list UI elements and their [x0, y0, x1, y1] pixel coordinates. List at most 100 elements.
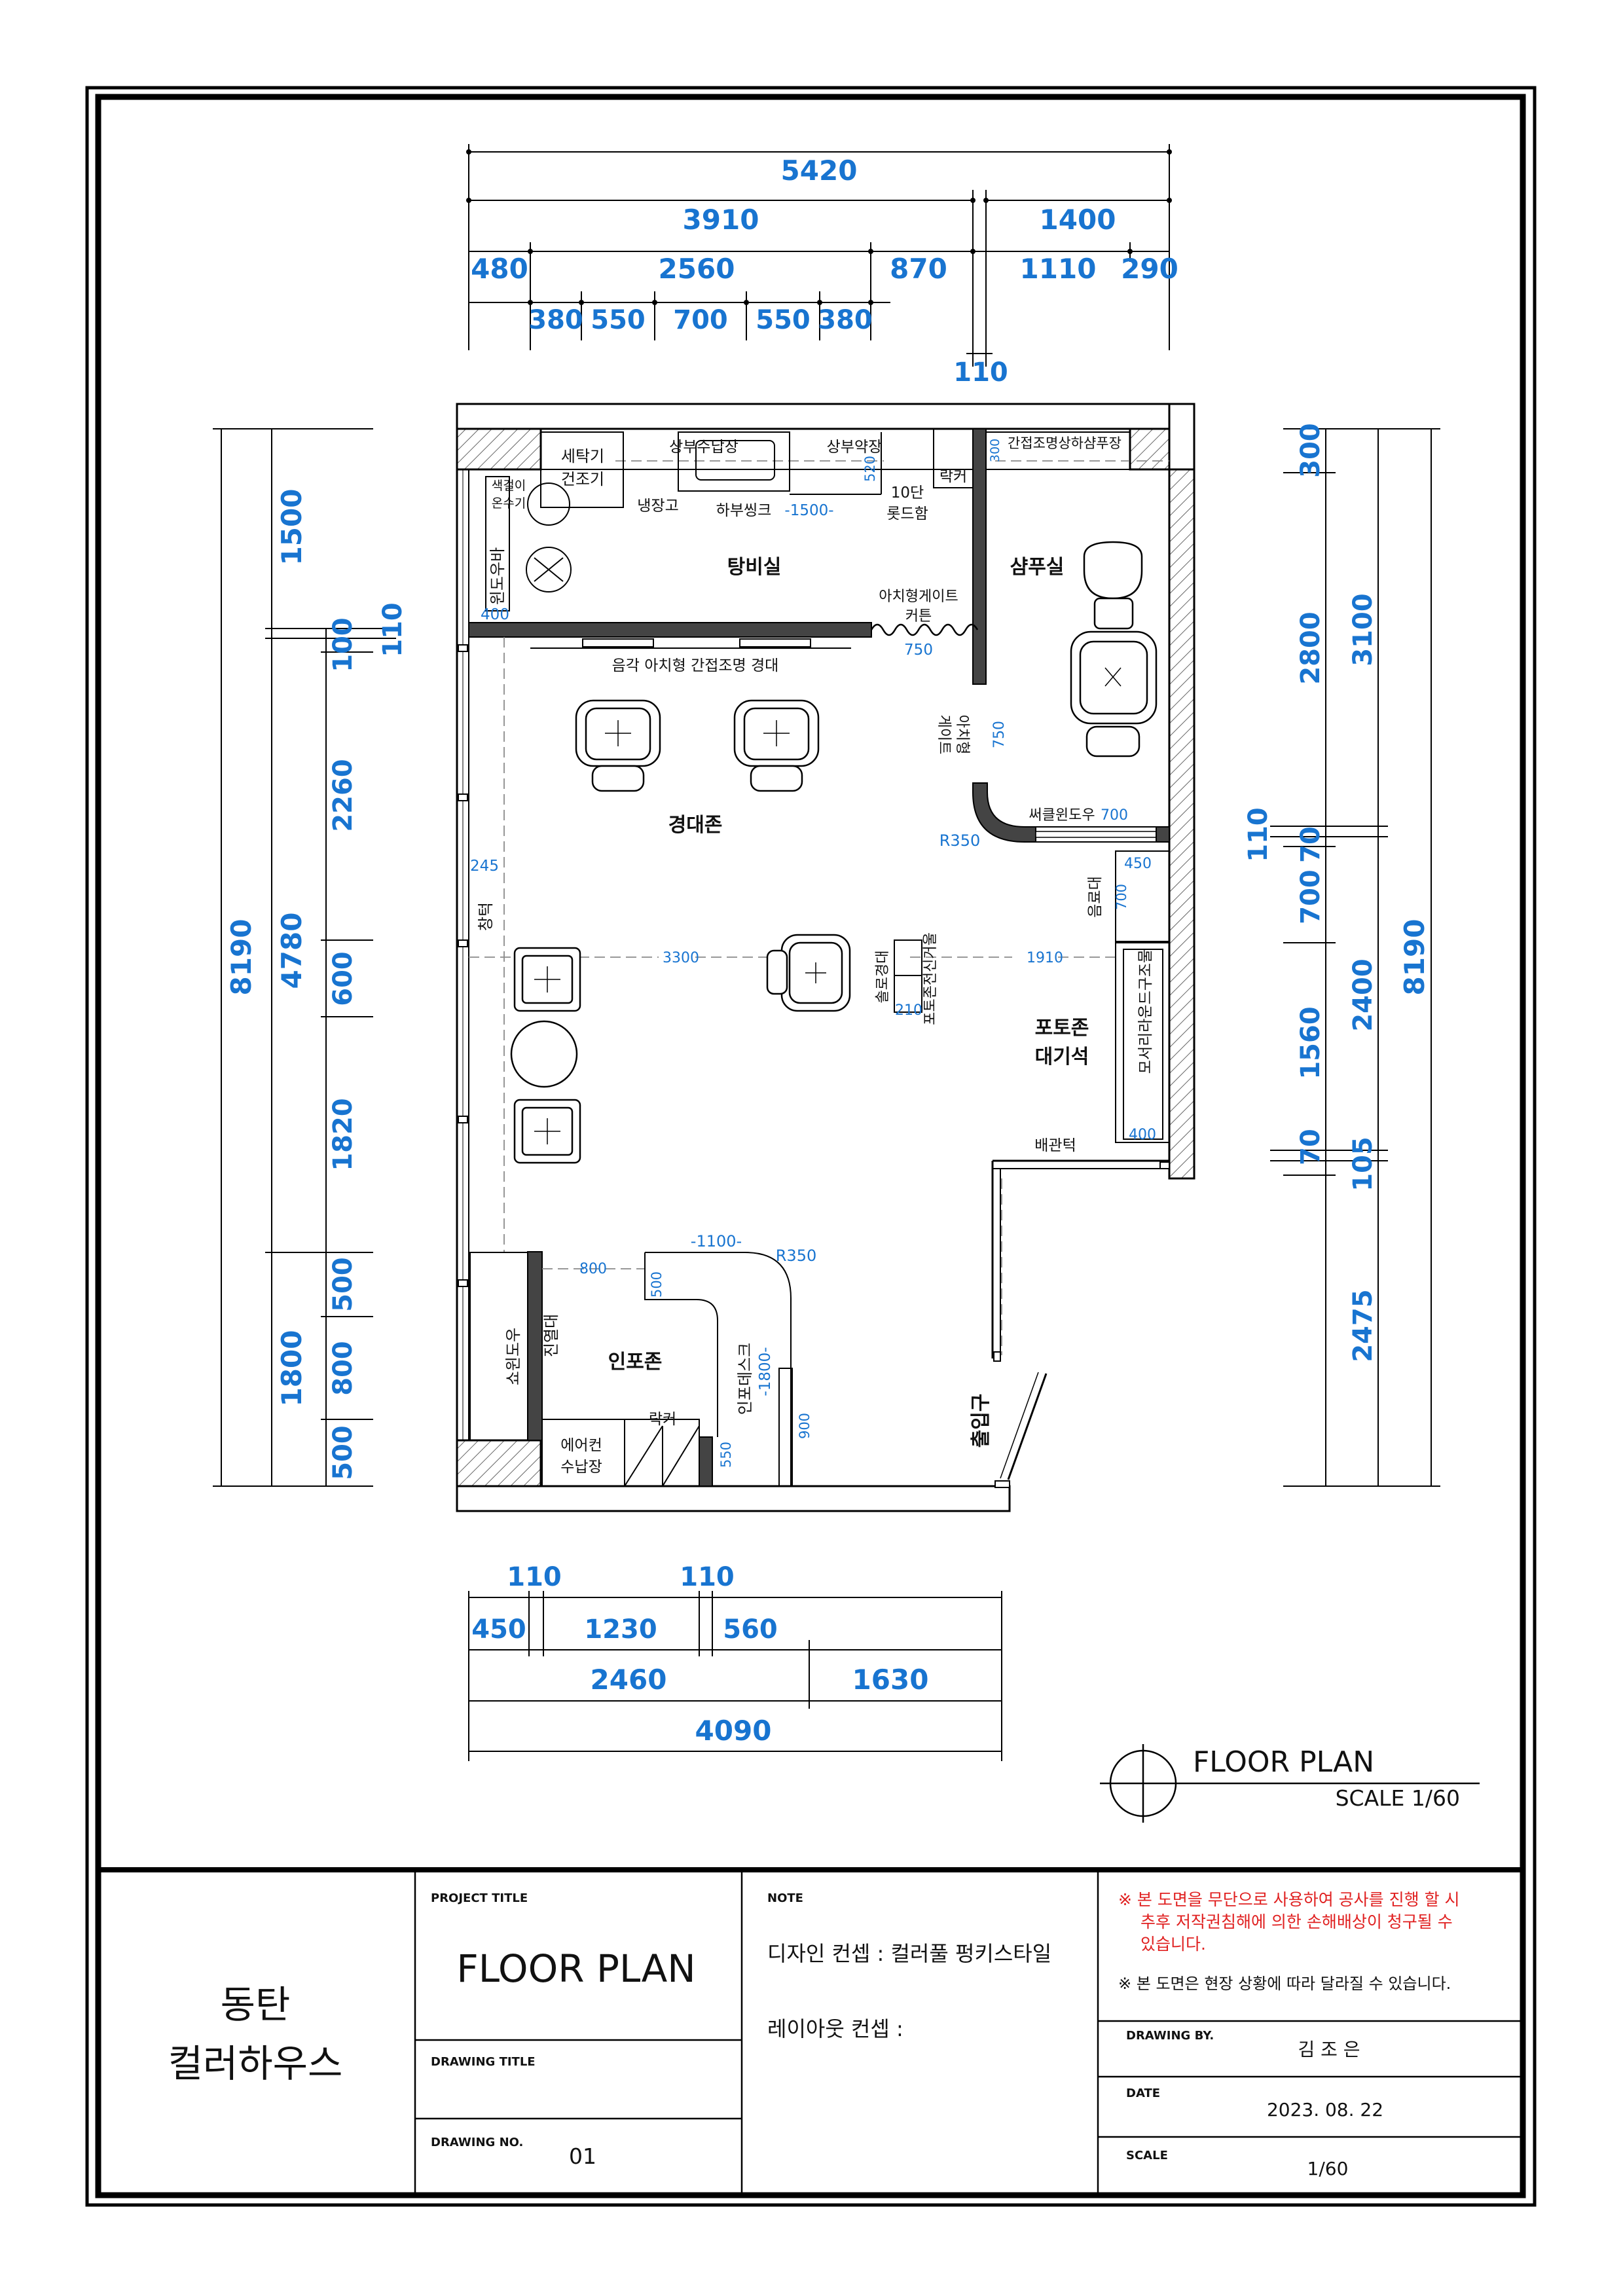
room-entrance: 출입구: [970, 1394, 993, 1448]
dim-bottom-110b: 110: [680, 1562, 735, 1592]
label-dim-500: 500: [649, 1271, 665, 1298]
label-desk-dim: -1800-: [757, 1347, 774, 1396]
styling-chairs: [575, 699, 820, 792]
dim-bottom-110a: 110: [507, 1562, 562, 1592]
drawing-no: 01: [569, 2143, 596, 2169]
plan-caption: FLOOR PLAN SCALE 1/60: [1100, 1744, 1480, 1823]
dim-right-overall: 8190: [1398, 919, 1431, 996]
dim-bottom-1230: 1230: [584, 1614, 657, 1645]
label-lower-sink: 하부씽크: [716, 502, 772, 519]
label-dim-750a: 750: [904, 642, 933, 659]
dashed-guides: [469, 460, 1169, 1355]
dim-top-r3-2: 2560: [659, 253, 735, 285]
client-name-1: 동탄: [221, 1982, 291, 2027]
dim-left-overall: 8190: [225, 919, 257, 996]
dim-right-3100: 3100: [1348, 593, 1378, 666]
scale-label: SCALE: [1126, 2149, 1168, 2162]
project-title-label: PROJECT TITLE: [431, 1891, 528, 1905]
fixture-labels: 세탁기 건조기 상부수납장 상부약장 간접조명상하샴푸장 냉장고 하부씽크 -1…: [470, 435, 1156, 1476]
dim-top-r4-3: 700: [673, 305, 728, 335]
pantry-fixtures: [485, 428, 1131, 649]
label-aircon-1: 에어컨: [560, 1437, 602, 1454]
project-title: FLOOR PLAN: [456, 1946, 695, 1991]
shampoo-chair: [1070, 541, 1158, 757]
dim-top-wall: 110: [953, 357, 1008, 388]
label-heater-1: 색걸이: [492, 479, 526, 493]
bottom-dimensions: [468, 1591, 1002, 1761]
label-circle-window: 써클윈도우: [1029, 807, 1095, 824]
inner-border: [95, 94, 1526, 2198]
caption-title: FLOOR PLAN: [1193, 1745, 1374, 1779]
left-dimension-labels: 8190 4780 1500 110 100 2260 600 1820 500…: [225, 489, 408, 1480]
waiting-seats: [510, 934, 851, 1164]
dim-left-800: 800: [328, 1341, 358, 1396]
drawing-title-label: DRAWING TITLE: [431, 2055, 536, 2069]
room-pantry: 탕비실: [727, 556, 782, 579]
label-r350b: R350: [776, 1247, 816, 1265]
label-sink-dim: -1500-: [784, 502, 833, 519]
label-dim-3300: 3300: [663, 950, 699, 966]
dim-left-500a: 500: [328, 1257, 358, 1312]
label-rod-2: 롯드함: [886, 505, 928, 522]
label-upper-medicine: 상부약장: [827, 439, 883, 456]
label-r350a: R350: [939, 831, 980, 850]
label-washer-2: 건조기: [561, 470, 604, 488]
label-arch-curtain-2: 커튼: [905, 608, 932, 625]
note-label: NOTE: [767, 1891, 803, 1905]
room-photo-l1: 포토존: [1035, 1017, 1089, 1040]
dim-right-2400: 2400: [1348, 958, 1378, 1031]
dim-left-mid: 4780: [276, 913, 308, 989]
dim-left-1820: 1820: [328, 1098, 358, 1171]
label-dim-700b: 700: [1114, 884, 1129, 910]
mirrors: [894, 850, 1170, 1143]
label-upper-storage: 상부수납장: [669, 439, 739, 456]
label-dim-700a: 700: [1101, 807, 1128, 824]
interior-walls: [468, 428, 1170, 1487]
label-photo-mirror: 포토존전신거울: [922, 932, 939, 1025]
drawn-by: 김 조 은: [1298, 2039, 1360, 2060]
scale-value: 1/60: [1307, 2158, 1349, 2179]
dim-top-r4-4: 550: [756, 305, 811, 335]
dim-bottom-overall: 4090: [695, 1715, 772, 1747]
dim-right-70b: 70: [1296, 1129, 1326, 1165]
client-name-2: 컬러하우스: [168, 2041, 343, 2086]
dim-top-left: 3910: [683, 204, 759, 236]
label-show-window: 쇼윈도우: [504, 1328, 522, 1385]
label-rod-1: 10단: [891, 484, 924, 501]
label-distribution: 배관턱: [1034, 1137, 1076, 1154]
dim-top-r4-2: 550: [591, 305, 646, 335]
dim-right-700: 700: [1296, 869, 1326, 924]
exterior-walls: [456, 403, 1195, 1512]
label-sill: 창턱: [477, 902, 495, 931]
dim-left-1500: 1500: [276, 489, 308, 566]
label-dim-800: 800: [579, 1261, 607, 1277]
dim-right-105: 105: [1348, 1137, 1378, 1192]
label-heater-2: 온수기: [492, 496, 526, 511]
dim-right-2475: 2475: [1348, 1289, 1378, 1362]
top-dimension-ticks: [466, 149, 1172, 305]
dim-left-2260: 2260: [328, 759, 358, 831]
label-arch-curtain-1: 아치형게이트: [879, 589, 958, 605]
dim-top-r3-3: 870: [890, 253, 947, 285]
label-washer-1: 세탁기: [561, 447, 604, 465]
note-line-2: 레이아웃 컨셉 :: [767, 2016, 903, 2041]
dim-bottom-2460: 2460: [591, 1664, 667, 1696]
drawn-by-label: DRAWING BY.: [1126, 2029, 1214, 2043]
dim-right-70a: 70: [1296, 826, 1326, 863]
warning-line-2: 추후 저작권침해에 의한 손해배상이 청구될 수: [1140, 1912, 1453, 1931]
label-dim-210: 210: [895, 1002, 922, 1019]
dim-right-300: 300: [1296, 423, 1326, 478]
note-line-1: 디자인 컨셉 : 컬러풀 펑키스타일: [767, 1941, 1051, 1966]
dim-left-110: 110: [378, 602, 408, 657]
room-photo-l2: 대기석: [1035, 1046, 1089, 1068]
date-label: DATE: [1126, 2086, 1160, 2100]
dim-left-100: 100: [328, 617, 358, 672]
label-arch-gate-2: 게이트: [936, 715, 952, 755]
label-dim-900: 900: [797, 1413, 812, 1439]
dim-left-500b: 500: [328, 1425, 358, 1480]
label-locker-bottom: 락커: [649, 1411, 676, 1428]
warning-line-1: ※ 본 도면을 무단으로 사용하여 공사를 진행 할 시: [1118, 1890, 1460, 1909]
dim-top-r3-5: 290: [1121, 253, 1178, 285]
caption-scale: SCALE 1/60: [1336, 1785, 1460, 1811]
